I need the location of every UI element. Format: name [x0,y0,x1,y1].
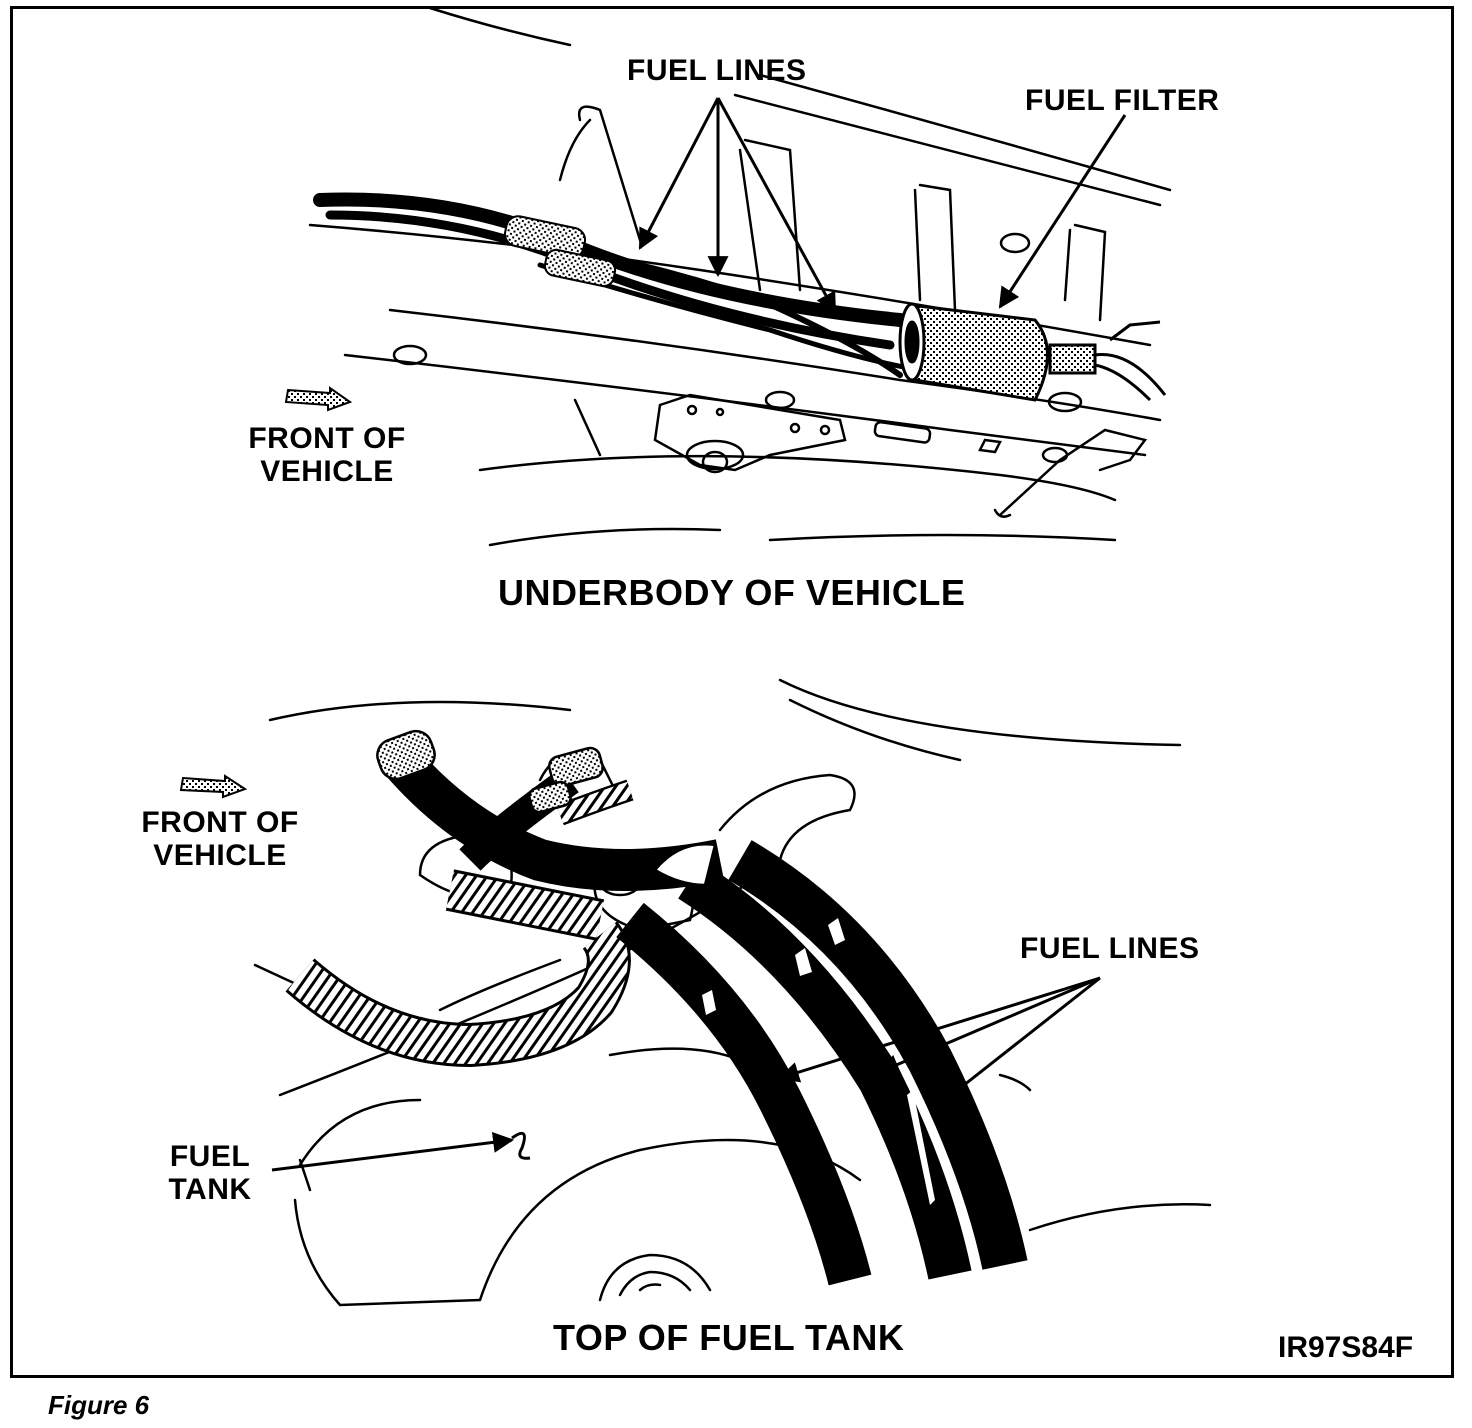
bottom-front-line1: FRONT OF [141,806,299,839]
bottom-front-of-vehicle-label: FRONT OF VEHICLE [125,806,315,872]
bottom-fuel-lines-label: FUEL LINES [1020,932,1200,965]
fuel-line-fittings-top [503,215,617,288]
fuel-tank-line2: TANK [168,1173,252,1206]
fuel-filter-label: FUEL FILTER [1025,84,1220,117]
underbody-illustration [308,6,1172,547]
corrugated-hoses [285,779,634,1068]
top-front-line1: FRONT OF [248,422,406,455]
fuel-tank-label: FUEL TANK [150,1140,270,1206]
underbody-title: UNDERBODY OF VEHICLE [498,572,966,613]
fuel-tank-title: TOP OF FUEL TANK [553,1317,905,1358]
fuel-line-highlights [702,918,935,1205]
fuel-filter-illustration [898,302,1167,402]
bottom-front-line2: VEHICLE [153,839,287,872]
figure-frame [10,6,1454,1378]
tank-line-fittings [376,729,717,887]
top-front-line2: VEHICLE [260,455,394,488]
underbody-fuel-lines [313,192,923,378]
top-fuel-lines-label: FUEL LINES [627,54,807,87]
top-front-of-vehicle-label: FRONT OF VEHICLE [232,422,422,488]
image-code: IR97S84F [1278,1331,1414,1364]
front-arrow-icon-bottom [179,774,248,799]
top-leader-lines [638,97,1127,314]
front-arrow-icon-top [284,386,353,412]
tank-fuel-lines [384,746,1028,1286]
figure-caption: Figure 6 [48,1390,150,1420]
fuel-tank-line1: FUEL [169,1140,251,1173]
bottom-leader-lines [271,976,1101,1172]
